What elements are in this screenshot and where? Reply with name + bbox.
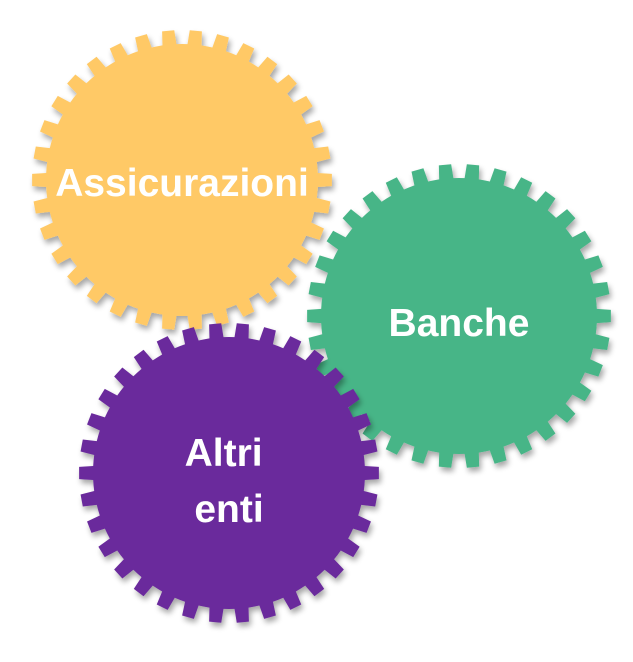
gear-assicurazioni-label: Assicurazioni (55, 162, 309, 205)
gear-banche-label: Banche (389, 302, 530, 345)
gear-altri-enti-shape (79, 323, 379, 623)
gear-banche: Banche (307, 164, 611, 468)
gear-banche-shape (307, 164, 611, 468)
gear-altri-enti-label-line-1: Altri (185, 432, 263, 475)
gear-altri-enti-label: Altri enti (185, 432, 274, 531)
gear-altri-enti: Altri enti (79, 323, 379, 623)
gear-assicurazioni: Assicurazioni (32, 30, 332, 330)
gear-assicurazioni-shape (32, 30, 332, 330)
gear-banche-label-line: Banche (389, 302, 530, 345)
gear-assicurazioni-label-line: Assicurazioni (55, 162, 309, 205)
gear-altri-enti-label-line-2: enti (194, 488, 263, 531)
